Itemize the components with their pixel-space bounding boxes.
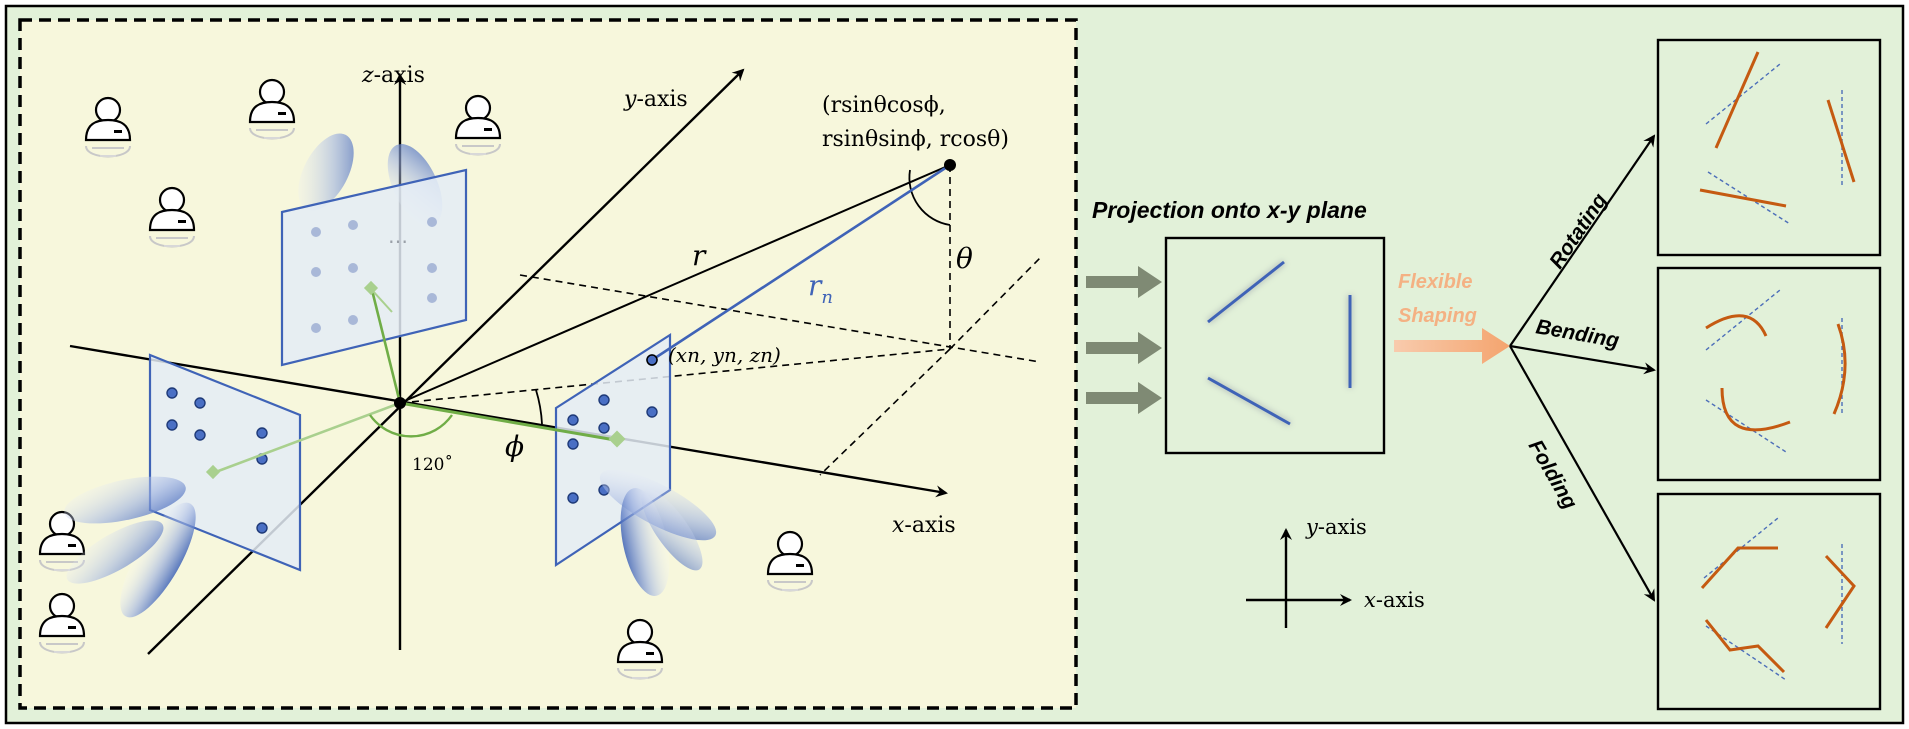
bending-arrow [1509, 344, 1656, 375]
rn-vector [651, 163, 951, 362]
projected-segments [1207, 260, 1352, 426]
theta-label: θ [956, 242, 973, 275]
bending-box [1656, 266, 1882, 482]
z-axis-label: z-axis [361, 63, 425, 88]
bent-segments [1705, 314, 1847, 432]
rotating-arrow [1509, 134, 1656, 347]
ellipsis-text: ⋯ [388, 229, 408, 253]
flexible-label: Flexible [1398, 271, 1472, 293]
shaping-section: Rotating Bending Folding [1509, 38, 1882, 711]
antenna-panel-right [399, 332, 717, 596]
origin-point [394, 397, 406, 409]
folding-box [1656, 492, 1882, 711]
shaping-label: Shaping [1398, 305, 1477, 327]
coordinate-label-line1: (rsinθcosϕ, [822, 93, 946, 118]
folding-arrow [1509, 345, 1655, 602]
projection-title: Projection onto x-y plane [1092, 197, 1367, 223]
coordinate-label-line2: rsinθsinϕ, rcosθ) [822, 127, 1009, 152]
geometry-panel [18, 18, 1078, 710]
theta-arc [908, 169, 951, 226]
projection-section: Projection onto x-y plane Flexible Shapi… [1086, 197, 1510, 628]
antenna-panel-top: ⋯ [280, 133, 468, 404]
rn-label: rn [808, 269, 833, 308]
folded-segments [1700, 546, 1856, 674]
x-axis-label: x-axis [892, 513, 956, 538]
target-point [944, 159, 956, 171]
x-axis-line [69, 344, 948, 498]
r-vector [399, 164, 951, 404]
input-arrows [1086, 266, 1162, 414]
rotating-box [1656, 38, 1882, 257]
element-coordinate-label: (xn, yn, zn) [668, 343, 781, 367]
y-axis-line [147, 68, 745, 655]
geometry-diagram: ⋯ [38, 63, 1041, 680]
small-x-axis-label: x-axis [1364, 588, 1425, 612]
r-label: r [692, 239, 707, 272]
construction-lines [399, 165, 1041, 476]
small-y-axis-label: y-axis [1305, 515, 1367, 539]
antenna-panel-left [64, 353, 401, 618]
element-point [646, 354, 658, 366]
rotated-segments [1699, 51, 1856, 208]
flexible-shaping-arrow [1394, 328, 1510, 364]
y-axis-label: y-axis [623, 87, 688, 112]
phi-label: ϕ [505, 430, 524, 463]
angle-120-label: 120˚ [412, 455, 453, 475]
angle-120-arc [369, 414, 453, 438]
phi-arc [535, 389, 543, 425]
